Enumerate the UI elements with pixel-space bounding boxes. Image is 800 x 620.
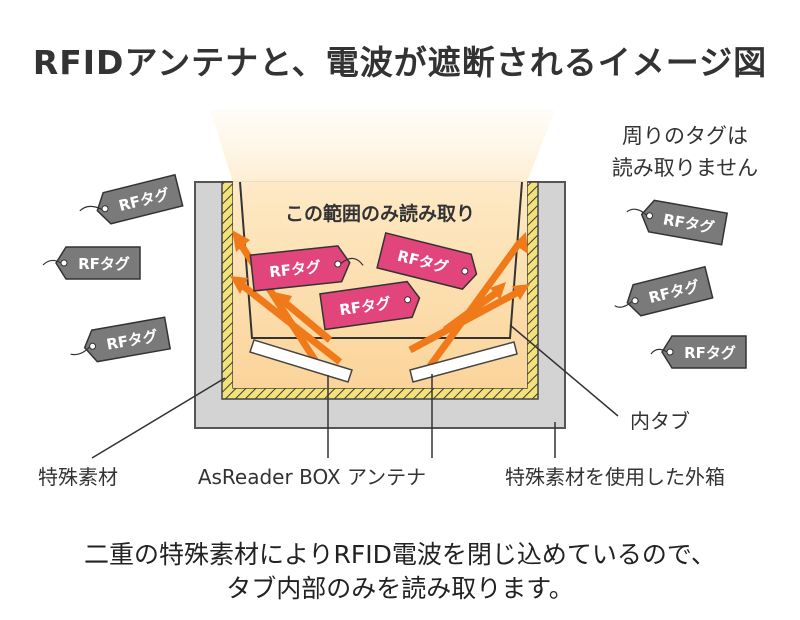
caption-line-2: タブ内部のみを読み取ります。 — [226, 574, 574, 603]
inner-tab — [239, 181, 523, 339]
tag-inside-2: RFタグ — [376, 232, 478, 290]
signal-arrows-right — [408, 239, 524, 369]
arrowheads-right — [490, 232, 530, 300]
tag-outside-5: RFタグ — [614, 265, 714, 317]
tag-label: RFタグ — [684, 344, 736, 362]
arrowheads-left — [230, 230, 292, 310]
outside-note-line2: 読み取りません — [612, 156, 758, 180]
label-special-material: 特殊素材 — [38, 465, 118, 489]
caption-line-1: 二重の特殊素材によりRFID電波を閉じ込めているので、 — [84, 540, 716, 569]
tag-outside-6: RFタグ — [650, 335, 747, 369]
tag-outside-3: RFタグ — [70, 316, 172, 363]
tag-outside-4: RFタグ — [626, 199, 729, 246]
tag-label: RFタグ — [78, 255, 130, 273]
tag-label: RFタグ — [268, 258, 321, 281]
tag-inside-1: RFタグ — [249, 245, 364, 292]
tag-inside-3: RFタグ — [319, 280, 421, 331]
inside-label: この範囲のみ読み取り — [285, 202, 475, 225]
outside-note-line1: 周りのタグは — [622, 124, 748, 148]
label-antenna: AsReader BOX アンテナ — [198, 465, 426, 489]
caption: 二重の特殊素材によりRFID電波を閉じ込めているので、 タブ内部のみを読み取りま… — [0, 538, 800, 606]
tag-outside-2: RFタグ — [42, 246, 141, 280]
leader-lines — [91, 324, 619, 459]
label-inner-tab: 内タブ — [630, 409, 690, 433]
tag-outside-1: RFタグ — [79, 173, 184, 225]
label-outer-box: 特殊素材を使用した外箱 — [505, 465, 725, 489]
antenna-plates — [249, 339, 518, 383]
diagram-title: RFIDアンテナと、電波が遮断されるイメージ図 — [32, 43, 768, 82]
